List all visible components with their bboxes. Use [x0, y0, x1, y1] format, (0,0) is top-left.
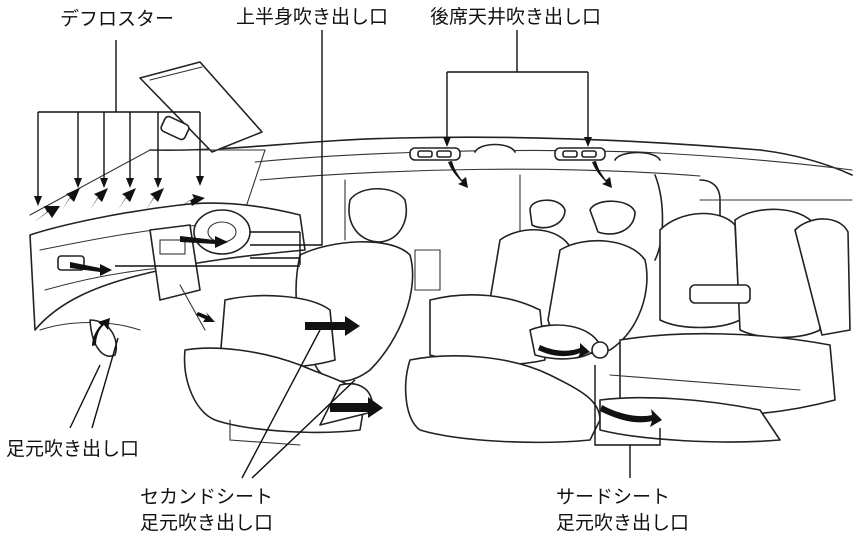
windshield — [29, 149, 266, 216]
rear-ceiling-vent-right — [554, 147, 661, 161]
second-seat-label-line2: 足元吹き出し口 — [140, 512, 274, 534]
ceiling-flow-arrow-left — [448, 161, 468, 188]
rear-ceiling-vent-left — [409, 143, 516, 161]
second-seat-flow-arrow-2 — [330, 397, 383, 418]
rearview-mirror — [160, 115, 190, 141]
third-seat-label-line2: 足元吹き出し口 — [556, 512, 690, 534]
defroster-arrow-6 — [178, 194, 205, 208]
rear-ceiling-vent-label: 後席天井吹き出し口 — [430, 6, 602, 28]
third-seat-flow-arrow-1 — [538, 343, 590, 358]
foot-flow-arrow-2 — [196, 312, 215, 322]
defroster-arrow-1 — [34, 206, 60, 222]
second-row-seats — [404, 199, 648, 444]
upper-body-flow-arrow-2 — [180, 236, 228, 248]
defroster-arrow-4 — [118, 188, 136, 210]
defroster-arrow-2 — [62, 188, 80, 210]
defroster-arrow-3 — [90, 188, 108, 210]
third-row-bench — [599, 208, 851, 443]
upper-body-vent-label: 上半身吹き出し口 — [236, 6, 389, 28]
airflow-arrows — [34, 161, 662, 427]
second-seat-label-line1: セカンドシート — [140, 486, 274, 508]
third-seat-label-line1: サードシート — [556, 486, 671, 508]
front-seat — [183, 188, 414, 446]
third-seat-flow-arrow-2 — [600, 405, 662, 427]
ceiling-flow-arrow-right — [592, 161, 612, 188]
second-seat-flow-arrow-1 — [305, 316, 360, 336]
roof-outline — [149, 136, 853, 181]
foot-vent-label: 足元吹き出し口 — [6, 438, 140, 460]
upper-body-flow-arrow — [70, 262, 112, 276]
defroster-label: デフロスター — [60, 8, 175, 30]
defroster-arrow-5 — [146, 188, 164, 210]
foot-flow-arrow — [92, 318, 110, 346]
leader-lines — [34, 30, 661, 479]
